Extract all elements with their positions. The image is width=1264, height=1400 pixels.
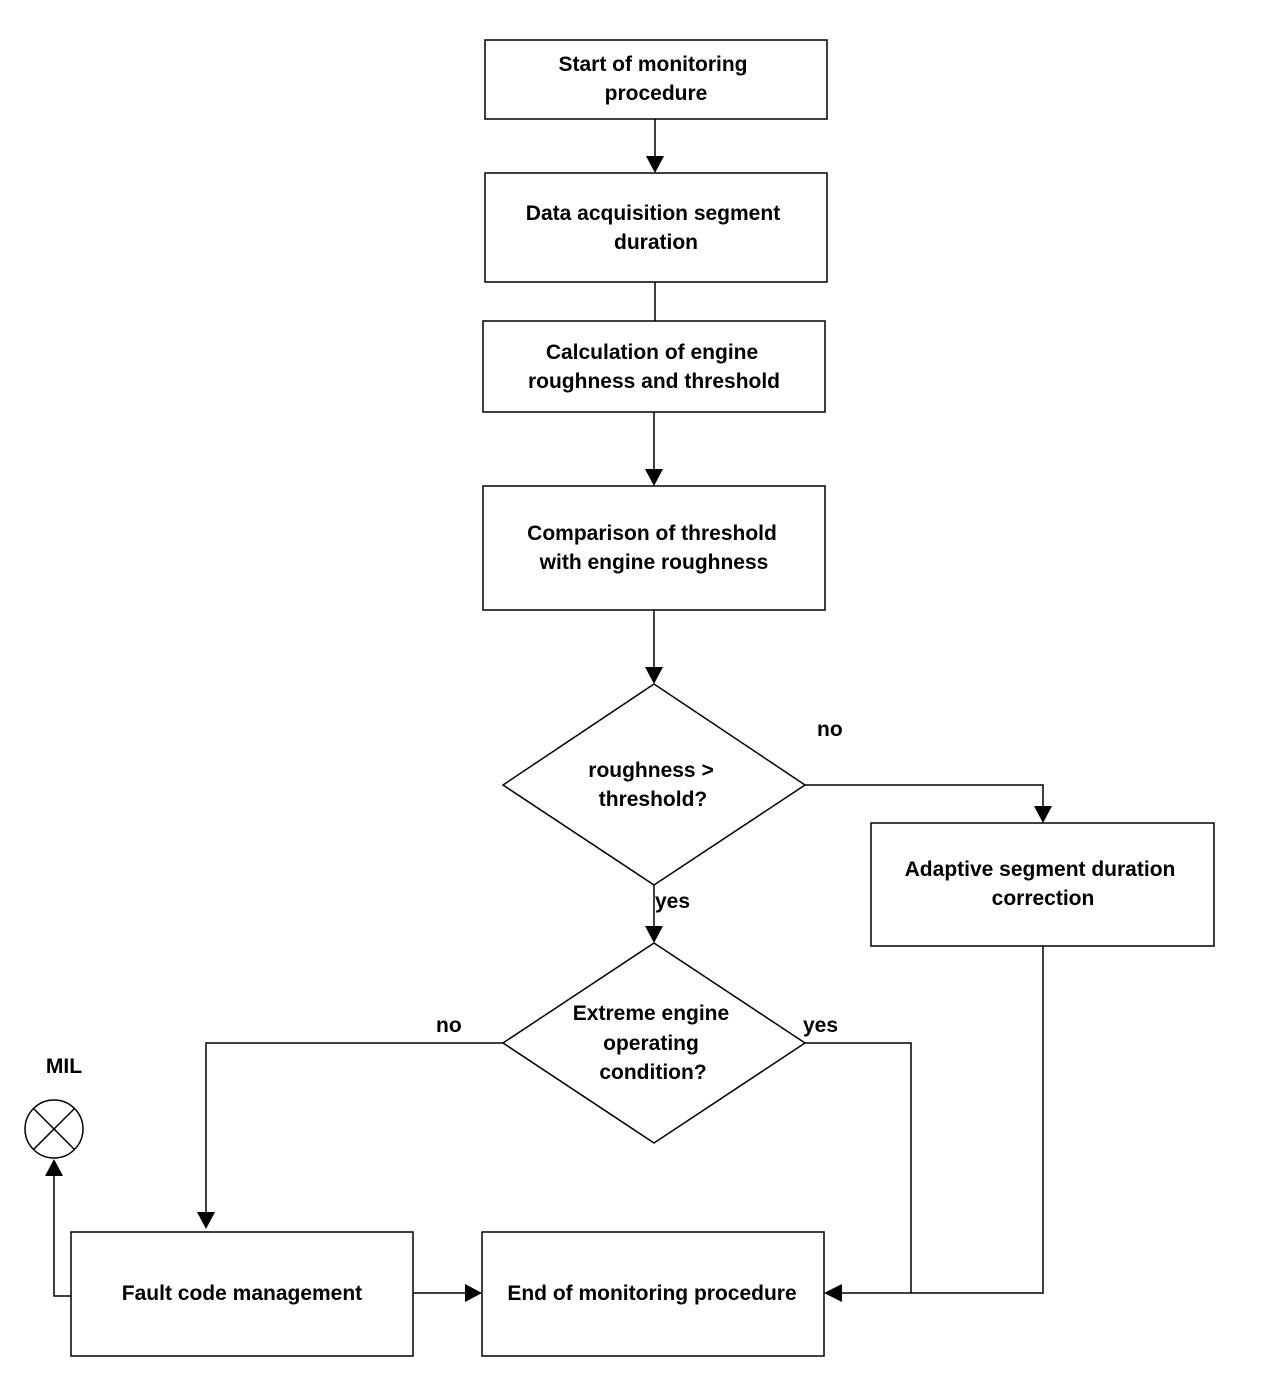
node-acquisition: Data acquisition segment duration xyxy=(484,172,828,283)
node-label: Fault code management xyxy=(122,1282,362,1305)
decision-diamond xyxy=(501,942,807,1144)
node-comparison: Comparison of threshold with engine roug… xyxy=(482,485,826,611)
node-calculation: Calculation of engine roughness and thre… xyxy=(482,320,826,413)
node-label: condition? xyxy=(599,1061,706,1084)
arrowhead xyxy=(45,1159,63,1176)
node-label: correction xyxy=(992,887,1095,910)
edge-label-extreme-yes: yes xyxy=(803,1014,838,1037)
node-label: duration xyxy=(614,231,698,254)
arrowhead xyxy=(645,926,663,943)
arrowhead xyxy=(645,469,663,486)
arrowhead xyxy=(1034,806,1052,823)
node-label: roughness > xyxy=(588,759,713,782)
node-start: Start of monitoring procedure xyxy=(484,39,828,120)
process-box xyxy=(70,1231,414,1357)
edge-label-roughness-yes: yes xyxy=(655,890,690,913)
decision-diamond xyxy=(501,683,807,886)
arrowhead xyxy=(646,156,664,173)
connectors xyxy=(45,119,1052,1302)
node-label: operating xyxy=(603,1032,699,1055)
node-decision-roughness: roughness > threshold? xyxy=(501,683,807,886)
arrowhead xyxy=(645,667,663,684)
node-label: Calculation of engine xyxy=(546,341,758,364)
arrowhead xyxy=(465,1284,482,1302)
mil-label: MIL xyxy=(46,1055,82,1078)
process-box xyxy=(481,1231,825,1357)
node-fault: Fault code management xyxy=(70,1231,414,1357)
indicator-lamp-icon xyxy=(24,1099,84,1159)
connector-fault-to-mil xyxy=(53,1176,71,1297)
node-label: Adaptive segment duration xyxy=(905,858,1176,881)
node-label: with engine roughness xyxy=(539,551,769,574)
process-box xyxy=(482,320,826,413)
process-box xyxy=(484,172,828,283)
node-label: roughness and threshold xyxy=(528,370,780,393)
edge-label-roughness-no: no xyxy=(817,718,843,741)
node-label: procedure xyxy=(605,82,708,105)
node-label: Extreme engine xyxy=(573,1002,729,1025)
arrowhead xyxy=(824,1284,842,1302)
connector-roughness-no xyxy=(805,784,1044,806)
node-label: Data acquisition segment xyxy=(526,202,780,225)
node-label: Start of monitoring xyxy=(559,53,748,76)
arrowhead xyxy=(197,1212,215,1229)
connector-extreme-no xyxy=(205,1042,503,1212)
connector-extreme-yes xyxy=(805,1042,912,1293)
node-end: End of monitoring procedure xyxy=(481,1231,825,1357)
node-decision-extreme: Extreme engine operating condition? xyxy=(501,942,807,1144)
connector-adaptive-to-end xyxy=(842,946,1044,1294)
process-box xyxy=(870,822,1215,947)
node-label: End of monitoring procedure xyxy=(507,1282,796,1305)
process-box xyxy=(484,39,828,120)
node-label: threshold? xyxy=(599,788,708,811)
edge-label-extreme-no: no xyxy=(436,1014,462,1037)
process-box xyxy=(482,485,826,611)
node-label: Comparison of threshold xyxy=(527,522,777,545)
node-adaptive: Adaptive segment duration correction xyxy=(870,822,1215,947)
